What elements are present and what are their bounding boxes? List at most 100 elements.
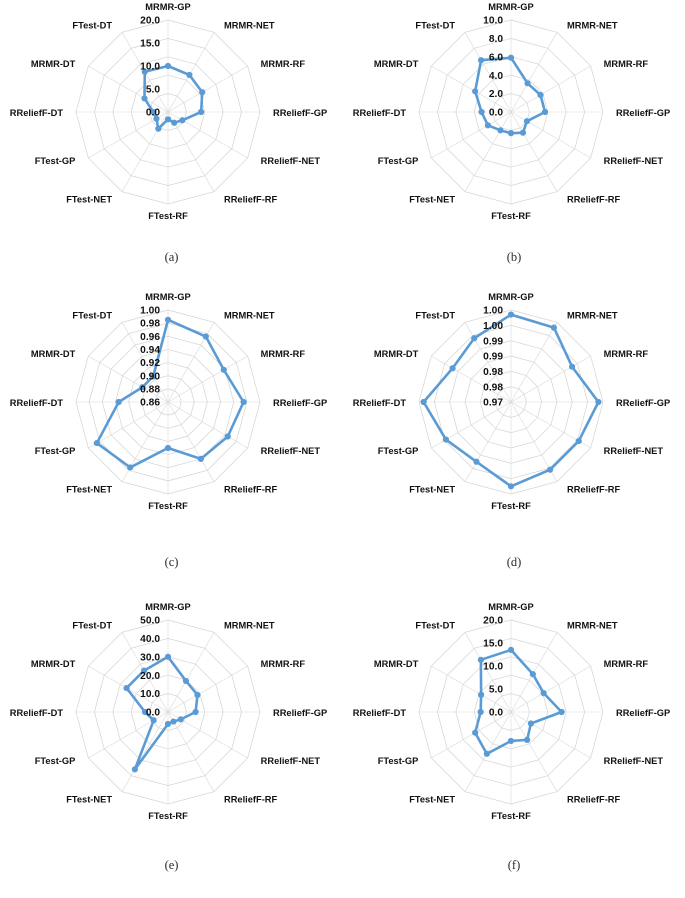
axis-label-rrelieff-dt: RReliefF-DT xyxy=(10,708,64,718)
radial-tick-label: 4.0 xyxy=(489,71,503,82)
data-point xyxy=(478,108,485,116)
data-point xyxy=(164,653,172,660)
category-axis-labels: MRMR-GPMRMR-NETMRMR-RFRReliefF-GPRRelief… xyxy=(10,2,327,221)
radial-tick-label: 1.00 xyxy=(140,306,160,317)
axis-label-mrmr-rf: MRMR-RF xyxy=(261,659,306,669)
data-point xyxy=(164,444,172,452)
axis-label-ftest-gp: FTest-GP xyxy=(378,446,419,456)
data-point xyxy=(527,720,535,727)
axis-label-rrelieff-rf: RReliefF-RF xyxy=(567,795,621,805)
radial-tick-label: 0.92 xyxy=(140,358,160,369)
data-point xyxy=(507,646,515,653)
axis-label-mrmr-gp: MRMR-GP xyxy=(488,292,533,302)
data-point xyxy=(507,130,515,137)
data-point xyxy=(477,656,484,663)
radial-tick-labels: 0.05.010.015.020.0 xyxy=(140,16,160,119)
axis-label-ftest-rf: FTest-RF xyxy=(491,811,531,821)
axis-label-ftest-rf: FTest-RF xyxy=(491,211,531,221)
series-outline xyxy=(473,56,547,135)
data-point xyxy=(155,125,162,132)
radial-tick-label: 0.94 xyxy=(140,345,160,356)
axis-label-mrmr-dt: MRMR-DT xyxy=(374,659,419,669)
axis-label-rrelieff-gp: RReliefF-GP xyxy=(616,398,670,408)
axis-label-ftest-rf: FTest-RF xyxy=(148,501,188,511)
radar-chart-e: 0.010.020.030.040.050.0MRMR-GPMRMR-NETMR… xyxy=(10,602,327,821)
axis-label-ftest-net: FTest-NET xyxy=(66,195,112,205)
data-point xyxy=(139,384,146,391)
radial-tick-labels: 0.02.04.06.08.010.0 xyxy=(483,16,503,119)
data-point xyxy=(524,80,531,87)
series-markers xyxy=(420,311,602,490)
axis-label-rrelieff-dt: RReliefF-DT xyxy=(353,708,407,718)
data-point xyxy=(507,311,515,318)
data-point xyxy=(194,691,201,699)
data-point xyxy=(537,91,544,99)
axis-label-mrmr-dt: MRMR-DT xyxy=(31,59,76,69)
series-markers xyxy=(123,653,201,773)
axis-label-ftest-dt: FTest-DT xyxy=(72,310,112,320)
axis-label-rrelieff-rf: RReliefF-RF xyxy=(567,195,621,205)
data-point xyxy=(141,708,149,716)
axis-label-rrelieff-gp: RReliefF-GP xyxy=(273,398,327,408)
axis-label-mrmr-net: MRMR-NET xyxy=(224,620,275,630)
data-point xyxy=(483,750,490,757)
radial-tick-label: 0.0 xyxy=(146,108,160,119)
data-point xyxy=(472,729,479,736)
data-point xyxy=(224,433,231,440)
data-point xyxy=(115,398,122,406)
axis-label-ftest-gp: FTest-GP xyxy=(378,756,419,766)
axis-label-rrelieff-net: RReliefF-NET xyxy=(261,156,321,166)
axis-label-ftest-gp: FTest-GP xyxy=(35,156,76,166)
data-point xyxy=(240,398,247,406)
category-axis-labels: MRMR-GPMRMR-NETMRMR-RFRReliefF-GPRRelief… xyxy=(10,292,327,511)
radial-tick-label: 40.0 xyxy=(140,634,160,645)
axis-label-rrelieff-rf: RReliefF-RF xyxy=(224,795,278,805)
radial-tick-label: 10.0 xyxy=(483,662,503,673)
axis-label-rrelieff-rf: RReliefF-RF xyxy=(224,195,278,205)
radial-tick-label: 0.0 xyxy=(146,708,160,719)
axis-label-rrelieff-net: RReliefF-NET xyxy=(261,446,321,456)
axis-label-mrmr-rf: MRMR-RF xyxy=(604,659,649,669)
series-markers xyxy=(93,316,247,471)
axis-label-ftest-dt: FTest-DT xyxy=(415,20,455,30)
data-point xyxy=(471,335,478,342)
axis-label-rrelieff-gp: RReliefF-GP xyxy=(273,108,327,118)
data-point xyxy=(164,316,172,323)
axis-label-rrelieff-gp: RReliefF-GP xyxy=(616,708,670,718)
data-point xyxy=(153,115,160,122)
axis-label-mrmr-rf: MRMR-RF xyxy=(604,349,649,359)
radial-tick-label: 15.0 xyxy=(140,39,160,50)
series-markers xyxy=(472,646,565,757)
data-point xyxy=(595,398,602,406)
radial-tick-label: 5.0 xyxy=(146,85,160,96)
data-point xyxy=(519,129,527,136)
axis-label-rrelieff-rf: RReliefF-RF xyxy=(567,485,621,495)
category-axis-labels: MRMR-GPMRMR-NETMRMR-RFRReliefF-GPRRelief… xyxy=(353,292,670,511)
data-point xyxy=(478,691,485,698)
axis-label-ftest-rf: FTest-RF xyxy=(148,211,188,221)
axis-label-mrmr-rf: MRMR-RF xyxy=(261,349,306,359)
axis-label-rrelieff-gp: RReliefF-GP xyxy=(616,108,670,118)
radial-tick-label: 0.0 xyxy=(489,708,503,719)
axis-label-ftest-rf: FTest-RF xyxy=(148,811,188,821)
data-point xyxy=(507,54,515,61)
axis-label-ftest-net: FTest-NET xyxy=(409,195,455,205)
data-point xyxy=(150,373,157,380)
radial-tick-label: 1.00 xyxy=(483,306,503,317)
radial-tick-label: 0.90 xyxy=(140,371,160,382)
data-point xyxy=(197,455,204,463)
panel-caption: (c) xyxy=(164,555,179,569)
radial-tick-label: 0.97 xyxy=(483,398,503,409)
axis-label-mrmr-gp: MRMR-GP xyxy=(145,292,190,302)
data-point xyxy=(140,667,148,674)
axis-label-ftest-dt: FTest-DT xyxy=(72,620,112,630)
radial-tick-label: 0.99 xyxy=(483,352,503,363)
radial-tick-label: 8.0 xyxy=(489,34,503,45)
radial-tick-label: 20.0 xyxy=(140,671,160,682)
panel-caption: (f) xyxy=(507,858,521,872)
data-point xyxy=(473,458,480,465)
